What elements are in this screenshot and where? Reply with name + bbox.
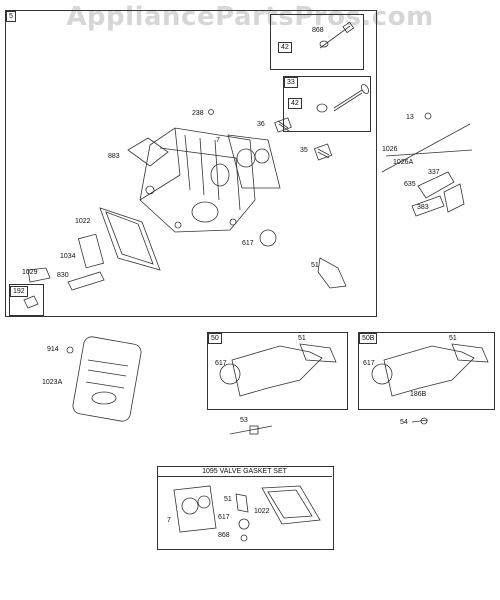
label-box50b-51: 51 [449, 335, 457, 342]
line-art [23, 21, 489, 542]
intake-manifold-icon [219, 343, 337, 397]
kit-head-gasket-icon [173, 485, 217, 533]
label-54: 54 [400, 419, 408, 426]
valve-stem-seal-icon [319, 21, 355, 49]
label-51: 51 [311, 262, 319, 269]
breather-cover-icon [67, 271, 105, 291]
breather-subbox [9, 284, 44, 316]
subbox-b-label: 33 [284, 77, 298, 88]
label-830: 830 [57, 272, 69, 279]
valve-icon [316, 84, 370, 113]
o-ring-icon [259, 229, 277, 247]
box-50-label: 50 [208, 333, 222, 344]
cylinder-head-icon [139, 127, 256, 233]
label-7: 7 [216, 137, 220, 144]
valve-spring-2-icon [313, 143, 333, 161]
box-50b-label: 50B [359, 333, 378, 344]
label-186b: 186B [410, 391, 427, 398]
label-13: 13 [406, 114, 414, 121]
label-kit-51: 51 [224, 496, 232, 503]
kit-o-ring-icon [238, 518, 250, 530]
label-337: 337 [428, 169, 440, 176]
breather-tube-icon [27, 267, 51, 283]
label-1026a: 1026A [393, 159, 414, 166]
label-kit-7: 7 [167, 517, 171, 524]
label-kit-868: 868 [218, 532, 230, 539]
intake-gasket-51-icon [317, 257, 347, 289]
label-kit-1022: 1022 [254, 508, 270, 515]
label-1022: 1022 [75, 218, 91, 225]
kit-rocker-gasket-icon [261, 485, 321, 525]
label-1029: 1029 [22, 269, 38, 276]
valve-subbox-b [283, 76, 371, 132]
subbox-a-label: 42 [278, 42, 292, 53]
intake-manifold-50b-icon [371, 343, 489, 397]
label-868: 868 [312, 27, 324, 34]
box-50b [358, 332, 495, 410]
dowel-pin-icon [208, 109, 214, 115]
breather-plate-icon [77, 233, 105, 269]
label-box50-51: 51 [298, 335, 306, 342]
label-383: 383 [417, 204, 429, 211]
label-36: 36 [257, 121, 265, 128]
label-53: 53 [240, 417, 248, 424]
label-883: 883 [108, 153, 120, 160]
label-35: 35 [300, 147, 308, 154]
label-914: 914 [47, 346, 59, 353]
kit-title: 1095 VALVE GASKET SET [202, 468, 287, 475]
main-assembly-box [5, 10, 377, 317]
label-635: 635 [404, 181, 416, 188]
label-238: 238 [192, 110, 204, 117]
bolt-914-icon [66, 346, 74, 354]
subbox-b-inner-label: 42 [288, 98, 302, 109]
grommet-icon [23, 295, 39, 309]
breather-subbox-label: 192 [10, 286, 28, 297]
label-1034: 1034 [60, 253, 76, 260]
kit-title-divider [157, 476, 332, 477]
label-617: 617 [242, 240, 254, 247]
rocker-cover-gasket-icon [99, 207, 161, 271]
kit-gasket-51-icon [235, 493, 249, 513]
head-gasket-icon [227, 134, 281, 189]
label-1023a: 1023A [42, 379, 63, 386]
valve-subbox-a [270, 14, 364, 70]
main-box-label: 5 [6, 11, 16, 22]
kit-seal-icon [240, 534, 248, 542]
intake-gasket-icon [127, 137, 169, 167]
label-kit-617: 617 [218, 514, 230, 521]
pushrod-icon [381, 112, 473, 217]
valve-spring-icon [274, 117, 292, 133]
screw-54-icon [411, 417, 429, 425]
label-box50b-617: 617 [363, 360, 375, 367]
rocker-cover-icon [72, 336, 142, 422]
label-box50-617: 617 [215, 360, 227, 367]
box-50 [207, 332, 348, 410]
label-1026: 1026 [382, 146, 398, 153]
stud-53-icon [229, 425, 273, 435]
kit-box [157, 466, 334, 550]
